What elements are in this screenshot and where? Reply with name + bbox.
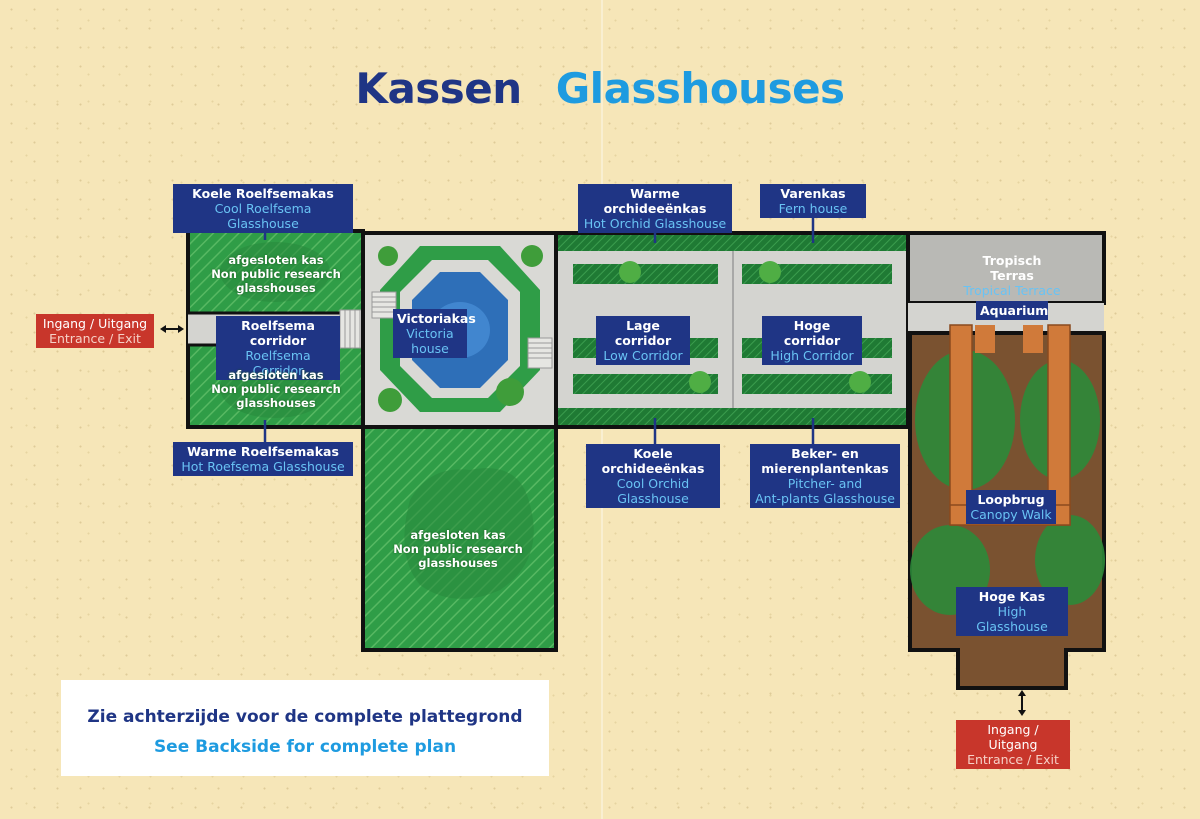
label-low-corridor: Lage corridor Low Corridor (596, 316, 690, 365)
label-aquarium: Aquarium (976, 301, 1048, 320)
entrance-left: Ingang / Uitgang Entrance / Exit (36, 314, 154, 348)
label-hot-roelfsema: Warme Roelfsemakas Hot Roefsema Glasshou… (173, 442, 353, 476)
label-hot-orchid: Warme orchideeënkas Hot Orchid Glasshous… (578, 184, 732, 233)
tropical-terrace (906, 231, 1106, 305)
label-high-glasshouse: Hoge Kas High Glasshouse (956, 587, 1068, 636)
non-public-label-top: afgesloten kas Non public research glass… (211, 253, 341, 295)
label-roelfsema-corridor: Roelfsema corridor Roelfsema Corridor (216, 316, 340, 380)
label-tropical-terrace: Tropisch Terras Tropical Terrace (963, 253, 1061, 298)
non-public-label-bottom: afgesloten kas Non public research glass… (211, 368, 341, 410)
entrance-arrow-left (160, 325, 184, 333)
label-fern-house: Varenkas Fern house (760, 184, 866, 218)
page-title: Kassen Glasshouses (0, 64, 1200, 113)
label-canopy-walk: Loopbrug Canopy Walk (966, 490, 1056, 524)
label-cool-roelfsema: Koele Roelfsemakas Cool Roelfsema Glassh… (173, 184, 353, 233)
entrance-bottom: Ingang / Uitgang Entrance / Exit (956, 720, 1070, 769)
label-cool-orchid: Koele orchideeënkas Cool Orchid Glasshou… (586, 444, 720, 508)
label-victoria-house: Victoriakas Victoria house (393, 309, 476, 358)
non-public-block (361, 425, 558, 652)
backside-notice: Zie achterzijde voor de complete platteg… (61, 680, 549, 776)
title-dutch: Kassen (355, 64, 522, 113)
entrance-arrow-bottom (1018, 690, 1026, 716)
label-high-corridor: Hoge corridor High Corridor (762, 316, 862, 365)
non-public-label-large: afgesloten kas Non public research glass… (393, 528, 523, 570)
label-pitcher-ant-plants: Beker- en mierenplantenkas Pitcher- and … (750, 444, 900, 508)
title-english: Glasshouses (555, 64, 845, 113)
